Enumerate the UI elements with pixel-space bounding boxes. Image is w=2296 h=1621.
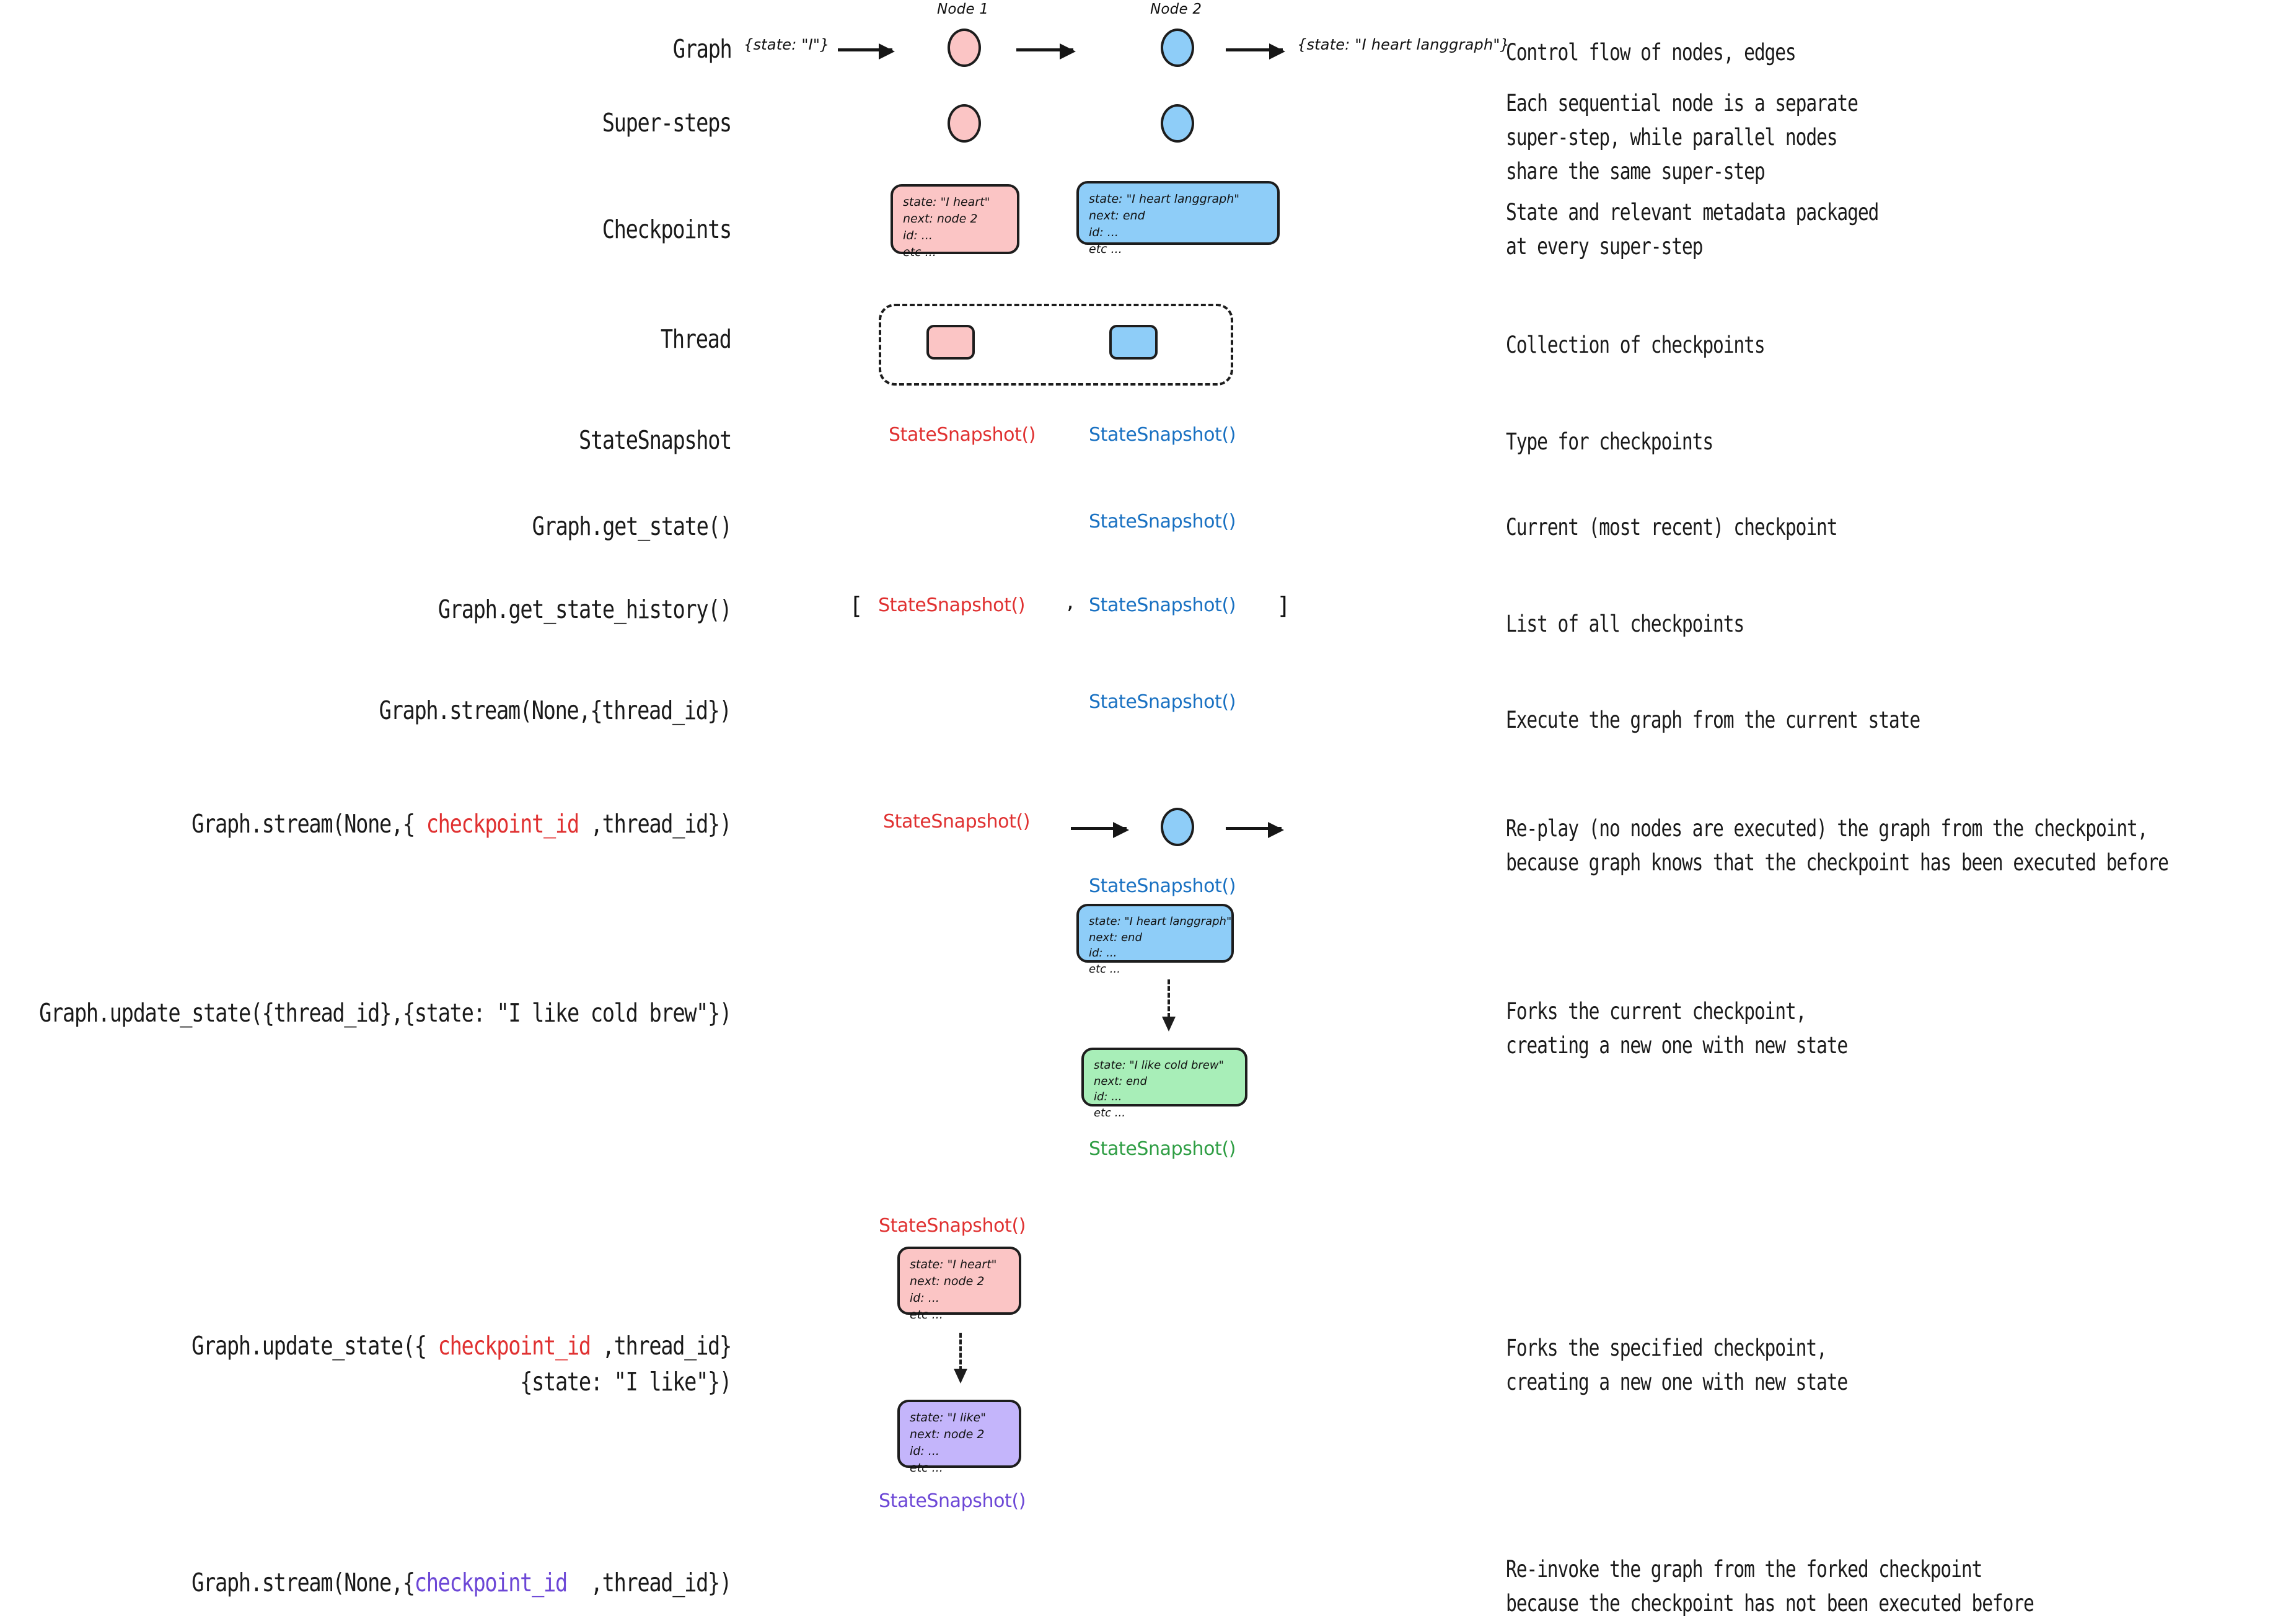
fork-snapshot-caption-green: StateSnapshot(): [1089, 1138, 1236, 1160]
input-state-annotation: {state: "I"}: [744, 36, 830, 53]
replay-arrow-out: [1226, 822, 1284, 838]
graph-node-1: [948, 29, 981, 67]
desc-get-state: Current (most recent) checkpoint: [1506, 514, 1838, 541]
row-label-get-state: Graph.get_state(): [532, 511, 732, 541]
desc-thread: Collection of checkpoints: [1506, 332, 1766, 358]
desc-replay: Re-play (no nodes are executed) the grap…: [1506, 812, 2169, 880]
desc-stream-thread: Execute the graph from the current state: [1506, 707, 1920, 733]
row-label-state-snapshot: StateSnapshot: [578, 425, 732, 455]
replay-checkpoint-box: state: "I heart langgraph" next: end id:…: [1076, 904, 1234, 976]
desc-checkpoints-line2: at every super-step: [1506, 232, 1703, 260]
checkpoint-box-pink: state: "I heart" next: node 2 id: ... et…: [891, 184, 1019, 259]
stream-forked-prefix: Graph.stream(None,{: [191, 1568, 415, 1597]
node2-caption: Node 2: [1150, 1, 1202, 17]
replay-source-snapshot-caption: StateSnapshot(): [883, 811, 1031, 833]
output-state-annotation: {state: "I heart langgraph"}: [1297, 36, 1510, 53]
replay-arrow-in: [1071, 822, 1129, 838]
replay-node: [1161, 808, 1194, 846]
desc-super-steps-line2: super-step, while parallel nodes: [1506, 123, 1838, 151]
checkpoint-box-blue: state: "I heart langgraph" next: end id:…: [1076, 181, 1280, 256]
checkpoint-id-token: checkpoint_id: [426, 809, 579, 839]
desc-fork-specified: Forks the specified checkpoint, creating …: [1506, 1332, 1848, 1400]
desc-reinvoke-line2: because the checkpoint has not been exec…: [1506, 1589, 2034, 1617]
super-step-node-2: [1161, 104, 1194, 143]
super-step-node-1: [948, 104, 981, 143]
snapshot-caption-blue: StateSnapshot(): [1089, 424, 1236, 446]
row-label-thread: Thread: [661, 324, 732, 354]
update-state-line2: {state: "I like"}): [520, 1367, 732, 1397]
row-label-update-state-checkpoint: Graph.update_state({ checkpoint_id ,thre…: [191, 1328, 732, 1400]
edge-arrow-end: [1226, 43, 1285, 60]
list-open-bracket: [: [849, 592, 863, 619]
thread-container: [879, 304, 1233, 386]
edge-arrow-middle: [1016, 43, 1076, 60]
desc-reinvoke: Re-invoke the graph from the forked chec…: [1506, 1553, 2034, 1621]
row-label-stream-forked: Graph.stream(None,{checkpoint_id ,thread…: [191, 1565, 732, 1601]
row-label-stream-checkpoint: Graph.stream(None,{ checkpoint_id ,threa…: [191, 806, 732, 842]
row-label-super-steps: Super-steps: [602, 108, 732, 138]
fork-source-snapshot-caption-pink: StateSnapshot(): [879, 1215, 1026, 1237]
row-label-checkpoints: Checkpoints: [602, 214, 732, 244]
stream-forked-suffix: ,thread_id}): [566, 1568, 732, 1597]
update-state-suffix: ,thread_id}: [590, 1331, 732, 1361]
history-snapshot-caption-blue: StateSnapshot(): [1089, 594, 1236, 616]
row-label-update-state-thread: Graph.update_state({thread_id},{state: "…: [39, 998, 732, 1028]
desc-state-snapshot: Type for checkpoints: [1506, 428, 1713, 455]
desc-fork-current-line1: Forks the current checkpoint,: [1506, 998, 1806, 1025]
desc-reinvoke-line1: Re-invoke the graph from the forked chec…: [1506, 1556, 1982, 1583]
stream-snapshot-caption: StateSnapshot(): [1089, 691, 1236, 713]
desc-super-steps-line1: Each sequential node is a separate: [1506, 90, 1858, 117]
row-label-stream-thread: Graph.stream(None,{thread_id}): [379, 696, 732, 725]
desc-get-state-history: List of all checkpoints: [1506, 611, 1744, 637]
fork-checkpoint-box-green: state: "I like cold brew" next: end id: …: [1081, 1048, 1247, 1120]
desc-checkpoints-line1: State and relevant metadata packaged: [1506, 199, 1879, 226]
desc-fork-current: Forks the current checkpoint, creating a …: [1506, 995, 1848, 1063]
desc-fork-specified-line1: Forks the specified checkpoint,: [1506, 1335, 1828, 1361]
get-state-snapshot-caption: StateSnapshot(): [1089, 511, 1236, 532]
fork-arrowhead-purple: [954, 1369, 967, 1384]
checkpoint-id-token: checkpoint_id: [438, 1331, 591, 1361]
node1-caption: Node 1: [937, 1, 989, 17]
desc-super-steps-line3: share the same super-step: [1506, 157, 1766, 185]
snapshot-caption-pink: StateSnapshot(): [889, 424, 1036, 446]
edge-arrow-start: [838, 43, 895, 60]
desc-super-steps: Each sequential node is a separate super-…: [1506, 87, 1858, 188]
replay-result-snapshot-caption: StateSnapshot(): [1089, 875, 1236, 897]
desc-checkpoints: State and relevant metadata packaged at e…: [1506, 196, 1879, 264]
fork-dashed-line-green: [1168, 979, 1170, 1018]
graph-node-2: [1161, 29, 1194, 67]
fork-arrowhead-green: [1162, 1017, 1176, 1031]
fork-snapshot-caption-purple: StateSnapshot(): [879, 1490, 1026, 1512]
list-comma: ,: [1065, 592, 1076, 614]
row-label-graph: Graph: [672, 34, 732, 64]
desc-fork-specified-line2: creating a new one with new state: [1506, 1368, 1848, 1395]
list-close-bracket: ]: [1277, 592, 1291, 619]
desc-replay-line1: Re-play (no nodes are executed) the grap…: [1506, 815, 2149, 842]
fork-source-checkpoint-box-pink: state: "I heart" next: node 2 id: ... et…: [897, 1247, 1021, 1322]
fork-checkpoint-box-purple: state: "I like" next: node 2 id: ... etc…: [897, 1400, 1021, 1475]
desc-replay-line2: because graph knows that the checkpoint …: [1506, 849, 2169, 876]
row-label-get-state-history: Graph.get_state_history(): [438, 594, 732, 624]
thread-checkpoint-blue: [1109, 325, 1158, 360]
checkpoint-id-token: checkpoint_id: [414, 1568, 568, 1597]
history-snapshot-caption-pink: StateSnapshot(): [878, 594, 1026, 616]
stream-checkpoint-suffix: ,thread_id}): [578, 809, 732, 839]
desc-fork-current-line2: creating a new one with new state: [1506, 1031, 1848, 1059]
update-state-prefix: Graph.update_state({: [191, 1331, 438, 1361]
thread-checkpoint-pink: [926, 325, 975, 360]
stream-checkpoint-prefix: Graph.stream(None,{: [191, 809, 426, 839]
desc-graph: Control flow of nodes, edges: [1506, 39, 1797, 66]
fork-dashed-line-purple: [959, 1333, 962, 1371]
